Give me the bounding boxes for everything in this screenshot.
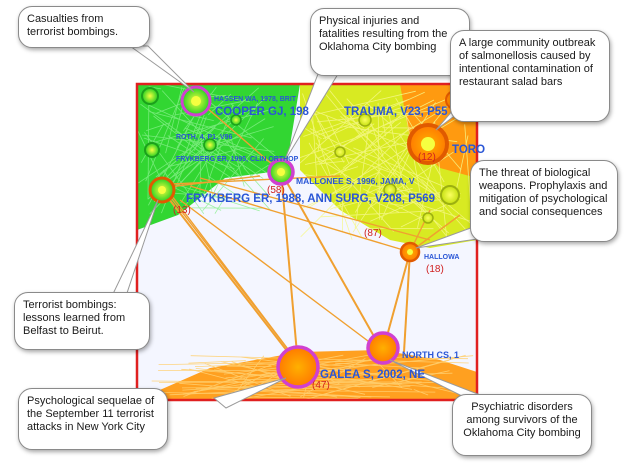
label-north: NORTH CS, 1	[402, 350, 459, 360]
count-salmonellosis: (12)	[418, 152, 436, 163]
count-sequelae: (47)	[312, 380, 330, 391]
node-physical-injuries	[269, 160, 293, 184]
label-small-c: FRYKBERG ER, 1995, CLIN ORTHOP	[176, 156, 298, 163]
node-biological-weapons	[401, 243, 419, 261]
callout-biological-weapons: The threat of biological weapons. Prophy…	[470, 160, 618, 242]
callout-physical-injuries: Physical injuries and fatalities resulti…	[310, 8, 470, 76]
node-casualties	[182, 87, 210, 115]
count-cluster: (87)	[364, 228, 382, 239]
count-physical: (58)	[267, 185, 285, 196]
label-top: TORO	[452, 144, 485, 156]
label-hallowa: HALLOWA	[424, 254, 459, 261]
label-hassen: HASSEN WA, 1978, BRIT	[214, 96, 296, 103]
callout-casualties: Casualties from terrorist bombings.	[18, 6, 150, 48]
label-frykberg: FRYKBERG ER, 1988, ANN SURG, V208, P569	[186, 193, 435, 205]
node-psychiatric-disorders	[368, 333, 398, 363]
cluster-link	[227, 366, 272, 367]
label-galea: GALEA S, 2002, NE	[320, 369, 425, 381]
label-small-a: ROTH, 4, P1, V96	[176, 134, 232, 141]
callout-psychiatric-disorders: Psychiatric disorders among survivors of…	[452, 394, 592, 456]
count-biological: (18)	[426, 264, 444, 275]
callout-belfast-beirut: Terrorist bombings: lessons learned from…	[14, 292, 150, 350]
callout-salmonellosis: A large community outbreak of salmonello…	[450, 30, 610, 122]
label-mallonee: MALLONEE S, 1996, JAMA, V	[296, 176, 415, 186]
label-trauma: TRAUMA, V23, P55	[344, 106, 448, 118]
count-belfast: (13)	[173, 205, 191, 216]
label-cooper: COOPER GJ, 198	[215, 106, 309, 118]
node-belfast-beirut	[150, 178, 174, 202]
callout-sequelae-9-11: Psychological sequelae of the September …	[18, 388, 168, 450]
